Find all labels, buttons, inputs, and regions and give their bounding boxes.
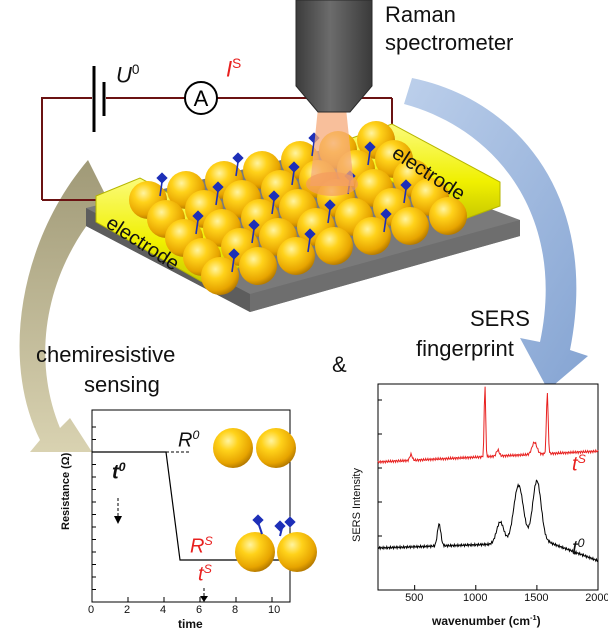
- resistance-curve: [92, 451, 290, 561]
- molecule-stem: [231, 257, 235, 273]
- nanoparticle-layer: [129, 121, 467, 295]
- molecule-icon: [192, 210, 204, 222]
- molecule-stem: [235, 161, 239, 177]
- fingerprint-label: fingerprint: [416, 336, 514, 361]
- ampersand-label: &: [332, 352, 347, 377]
- x-tick-label: 1000: [462, 592, 488, 604]
- nanoparticle-icon: [239, 247, 277, 285]
- nanoparticle-icon: [391, 207, 429, 245]
- molecule-icon: [324, 199, 336, 211]
- molecule-stem: [367, 150, 371, 166]
- curved-arrow-left: [19, 160, 108, 452]
- molecule-icon: [268, 190, 280, 202]
- laser-beam-icon: [310, 108, 354, 186]
- molecule-stem: [307, 237, 311, 253]
- molecule-icon: [252, 514, 296, 537]
- sers-ts-label: tS: [572, 452, 586, 476]
- nanoparticle-icon: [353, 217, 391, 255]
- x-tick-label: 10: [268, 604, 281, 616]
- x-tick-label: 8: [232, 604, 239, 616]
- voltage-label: U0: [116, 62, 140, 88]
- sers-series-t0: [378, 479, 599, 563]
- r0-label: R0: [178, 428, 200, 452]
- nanoparticle-icon: [277, 237, 315, 275]
- molecule-icon: [248, 219, 260, 231]
- molecule-icon: [156, 172, 168, 184]
- plot-nanoparticles: [213, 428, 317, 572]
- rs-label: RS: [190, 534, 213, 558]
- x-tick-label: 2000: [585, 592, 608, 604]
- resistance-xlabel: time: [178, 617, 203, 631]
- x-tick-label: 4: [160, 604, 167, 616]
- molecule-icon: [288, 161, 300, 173]
- molecule-stem: [195, 219, 199, 235]
- laser-spot: [306, 172, 358, 196]
- x-tick-label: 2: [124, 604, 131, 616]
- battery-icon: [92, 66, 106, 132]
- resistance-ylabel: Resistance (Ω): [60, 452, 72, 530]
- nanoparticle-icon: [429, 197, 467, 235]
- molecule-stem: [251, 228, 255, 244]
- molecule-stem: [159, 181, 163, 197]
- molecule-stem: [383, 217, 387, 233]
- molecule-icon: [364, 141, 376, 153]
- x-tick-label: 1500: [524, 592, 549, 604]
- nanoparticle-icon: [315, 227, 353, 265]
- sers-xlabel: wavenumber (cm-1): [432, 613, 541, 628]
- spectrometer-probe-icon: [295, 0, 373, 113]
- circuit-wires: [41, 97, 393, 201]
- molecule-stem: [215, 190, 219, 206]
- sers-label: SERS: [470, 306, 530, 331]
- molecule-icon: [400, 179, 412, 191]
- molecule-stem: [311, 141, 315, 157]
- sensing-label: sensing: [84, 372, 160, 397]
- molecule-icon: [304, 228, 316, 240]
- sers-plot: [377, 383, 599, 591]
- ammeter-label: A: [194, 86, 209, 111]
- molecule-stem: [327, 208, 331, 224]
- ts-label: tS: [198, 562, 212, 586]
- sers-t0-label: t0: [572, 536, 585, 560]
- sers-series-ts: [377, 386, 599, 465]
- molecule-icon: [380, 208, 392, 220]
- spectrometer-label: spectrometer: [385, 30, 514, 55]
- molecule-icon: [228, 248, 240, 260]
- ammeter-icon: A: [184, 81, 218, 115]
- molecule-icon: [232, 152, 244, 164]
- t0-label: t0: [112, 460, 126, 484]
- sers-ylabel: SERS Intensity: [351, 468, 363, 542]
- nanoparticle-icon: [201, 257, 239, 295]
- molecule-stem: [271, 199, 275, 215]
- x-tick-label: 0: [88, 604, 95, 616]
- x-tick-label: 6: [196, 604, 203, 616]
- chemiresistive-label: chemiresistive: [36, 342, 176, 367]
- raman-label: Raman: [385, 2, 456, 27]
- current-label: IS: [226, 56, 242, 82]
- molecule-stem: [403, 188, 407, 204]
- curved-arrow-right: [404, 78, 588, 390]
- molecule-icon: [212, 181, 224, 193]
- x-tick-label: 500: [405, 592, 424, 604]
- molecule-stem: [291, 170, 295, 186]
